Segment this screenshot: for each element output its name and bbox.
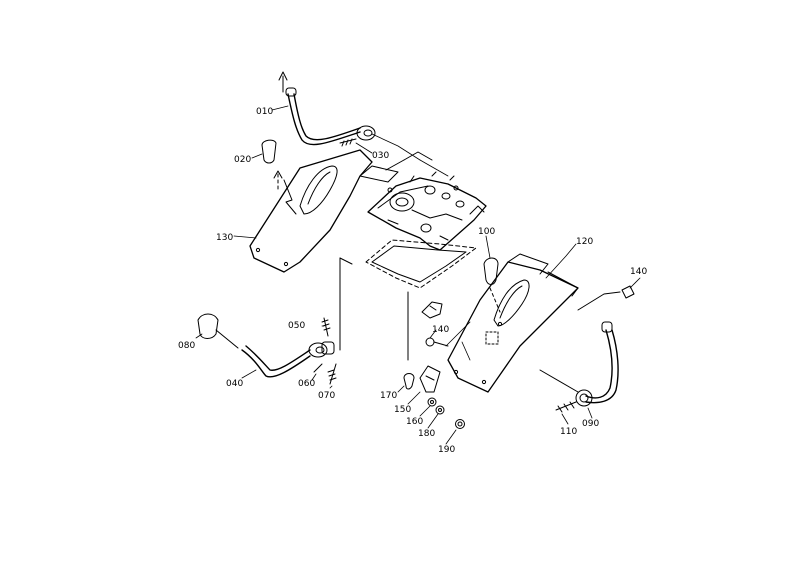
part-140-bolt-upper	[577, 285, 635, 311]
gasket	[365, 239, 477, 289]
part-090-lower-right-lever	[539, 321, 619, 407]
part-100-knob	[483, 257, 501, 313]
part-070-bolt	[327, 363, 337, 385]
callout-160: 160	[406, 417, 423, 427]
callout-030: 030	[372, 151, 389, 161]
part-170-knob-small	[403, 373, 415, 390]
callout-070: 070	[318, 391, 335, 401]
callout-080: 080	[178, 341, 195, 351]
callout-050: 050	[288, 321, 305, 331]
part-080-knob	[197, 313, 239, 349]
callout-110: 110	[560, 427, 577, 437]
part-030-pin	[339, 138, 357, 147]
callout-060: 060	[298, 379, 315, 389]
frame-lines	[339, 151, 433, 361]
part-020-knob	[261, 139, 283, 191]
part-130-left-plate	[249, 149, 399, 273]
callout-130: 130	[216, 233, 233, 243]
part-120-right-plate	[447, 253, 579, 393]
callout-140-middle: 140	[432, 325, 449, 335]
part-010-shift-lever-rod	[278, 71, 376, 146]
part-160-washer	[427, 397, 437, 407]
part-110-bolt	[555, 401, 577, 413]
callout-leaders	[195, 105, 641, 445]
callout-190: 190	[438, 445, 455, 455]
callout-090: 090	[582, 419, 599, 429]
callout-170: 170	[380, 391, 397, 401]
callout-010: 010	[256, 107, 273, 117]
callout-100: 100	[478, 227, 495, 237]
callout-120: 120	[576, 237, 593, 247]
part-050-pin	[321, 317, 331, 337]
part-190-nut	[455, 419, 465, 429]
callout-140-upper: 140	[630, 267, 647, 277]
callout-020: 020	[234, 155, 251, 165]
assembly-guide-lines	[371, 133, 471, 361]
callout-150: 150	[394, 405, 411, 415]
part-040-lower-lever-rod	[241, 341, 335, 378]
small-bracket	[421, 301, 443, 319]
callout-180: 180	[418, 429, 435, 439]
callout-040: 040	[226, 379, 243, 389]
part-180-nut	[435, 405, 445, 415]
part-140-bolt-middle	[425, 337, 449, 347]
part-150-bracket	[419, 365, 441, 393]
part-060-bushing	[313, 363, 323, 373]
callout-labels: 010 020 030 130 100 120 140 050 140 080 …	[178, 107, 647, 455]
gearbox-housing	[367, 171, 487, 251]
